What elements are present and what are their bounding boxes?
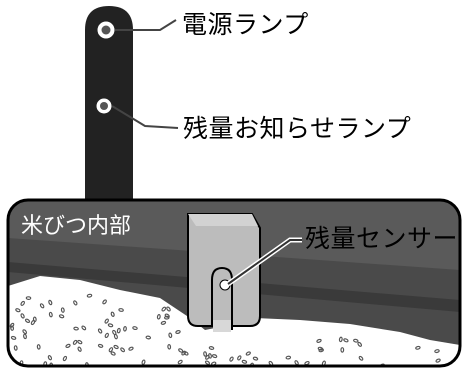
rice-grain <box>178 348 184 353</box>
rice-grain <box>166 306 171 312</box>
rice-grain <box>120 347 125 353</box>
rice-grain <box>10 335 17 340</box>
rice-grain <box>113 333 118 340</box>
rice-grains <box>8 276 460 366</box>
rice-grain <box>110 351 116 356</box>
rice-grain <box>25 296 32 301</box>
rice-grain <box>24 318 31 324</box>
rice-grain <box>175 330 181 334</box>
rice-grain <box>358 355 364 361</box>
rice-grain <box>36 344 41 350</box>
rice-grain <box>104 332 109 339</box>
rice-grain <box>241 359 248 364</box>
rice-grain <box>245 351 251 356</box>
rice-grain <box>145 335 152 340</box>
rice-grain <box>208 353 212 359</box>
rice-grain <box>167 344 172 350</box>
rice-grain <box>48 299 53 306</box>
rice-grain <box>132 326 138 331</box>
power-lamp-label: 電源ランプ <box>182 10 309 39</box>
rice-grain <box>86 293 93 298</box>
rice-grain <box>58 314 65 319</box>
rice-bin-frame <box>6 198 462 368</box>
rice-grain <box>317 346 324 351</box>
rice-grain <box>47 355 53 361</box>
rice-grain <box>108 347 114 353</box>
rice-grain <box>353 338 359 343</box>
rice-grain <box>9 322 15 328</box>
remaining-sensor-icon <box>187 213 261 332</box>
rice-grain <box>285 355 292 360</box>
rice-grain <box>208 346 215 350</box>
rice-grain <box>160 320 167 325</box>
rice-grain <box>318 348 324 353</box>
rice-grain <box>141 359 146 365</box>
remaining-sensor-label: 残量センサー <box>305 224 459 253</box>
rice-grain <box>435 358 441 363</box>
rice-grain <box>13 345 18 351</box>
rice-grain <box>104 318 109 324</box>
rice-grain <box>20 313 25 319</box>
rice-grain <box>252 356 259 361</box>
rice-grain <box>20 300 25 306</box>
rice-grain <box>65 343 71 349</box>
rice-grain <box>338 336 343 343</box>
rice-grain <box>32 316 37 323</box>
rice-grain <box>357 341 363 347</box>
rice-bin-interior-label: 米びつ内部 <box>21 214 132 239</box>
rice-grain <box>116 327 121 334</box>
rice-grain <box>118 308 124 312</box>
rice-grain <box>123 326 127 332</box>
rice-grain <box>10 325 15 331</box>
rice-grain <box>177 359 183 365</box>
rice-grain <box>415 345 421 350</box>
rice-grain <box>73 300 78 306</box>
power-lamp-leader <box>115 19 177 31</box>
rice-grain <box>110 311 115 318</box>
rice-grain <box>73 326 79 331</box>
rice-grain <box>107 323 114 328</box>
rice-grain <box>204 360 211 365</box>
rice-grain <box>183 351 189 356</box>
rice-grain <box>168 332 173 339</box>
rice-grain <box>62 355 68 362</box>
rice-grain <box>77 346 82 352</box>
rice-grain <box>15 308 21 313</box>
rice-grain <box>113 344 119 350</box>
rice-grain <box>72 339 78 345</box>
rice-grain <box>102 299 107 305</box>
rice-grain <box>304 361 310 366</box>
remaining-lamp-label: 残量お知らせランプ <box>183 114 412 143</box>
rice-grain <box>77 339 83 345</box>
remaining-lamp-leader <box>111 105 179 129</box>
rice-grain <box>60 307 65 313</box>
rice-grain <box>97 343 104 348</box>
rice-grain <box>48 311 53 318</box>
rice-grain <box>128 346 134 351</box>
rice-grain <box>164 315 170 320</box>
rice-grain <box>434 349 440 354</box>
rice-grain <box>316 338 322 343</box>
rice-grain <box>237 355 242 361</box>
rice-grain <box>39 303 45 309</box>
rice-grain <box>81 325 87 331</box>
rice-grain <box>340 347 345 353</box>
rice-grain <box>211 354 218 359</box>
rice-grain <box>43 361 48 366</box>
rice-grain <box>23 333 27 340</box>
rice-grain <box>156 314 161 320</box>
rice-grain <box>229 356 234 362</box>
rice-grain <box>343 338 349 343</box>
rice-grain <box>22 329 28 335</box>
rice-grain <box>203 351 208 357</box>
rice-grain <box>97 328 103 334</box>
rice-grain <box>161 306 167 312</box>
